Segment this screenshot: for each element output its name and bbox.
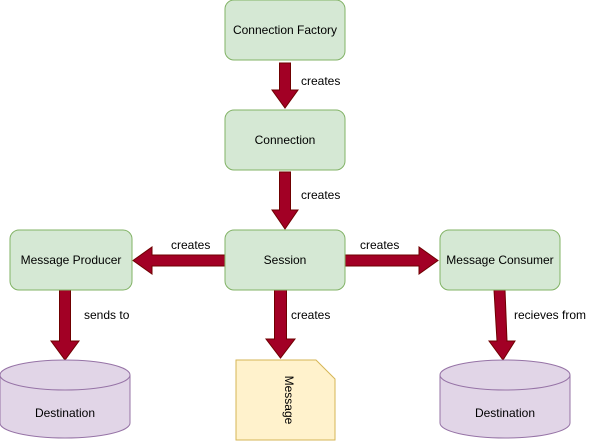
arrow-session-to-producer xyxy=(132,246,226,275)
connection-factory-label: Connection Factory xyxy=(233,23,337,37)
arrow-factory-to-connection xyxy=(271,62,299,109)
edge-label-session-to-consumer: creates xyxy=(360,238,399,252)
message-producer-node[interactable]: Message Producer xyxy=(9,229,133,291)
connection-label: Connection xyxy=(255,133,316,147)
message-consumer-node[interactable]: Message Consumer xyxy=(439,229,561,291)
destination-right-node[interactable]: Destination xyxy=(439,359,571,439)
arrow-producer-to-destination xyxy=(50,289,80,361)
destination-right-label: Destination xyxy=(475,406,535,420)
session-node[interactable]: Session xyxy=(224,229,346,291)
arrow-consumer-to-destination xyxy=(488,289,516,361)
destination-left-label: Destination xyxy=(35,406,95,420)
message-producer-label: Message Producer xyxy=(21,253,122,267)
arrow-connection-to-session xyxy=(271,171,299,230)
edge-label-consumer-to-destination: recieves from xyxy=(514,308,586,322)
edge-label-factory-to-connection: creates xyxy=(301,74,340,88)
edge-label-session-to-message: creates xyxy=(291,308,330,322)
session-label: Session xyxy=(264,253,307,267)
edge-label-connection-to-session: creates xyxy=(301,188,340,202)
edge-label-session-to-producer: creates xyxy=(171,238,210,252)
destination-left-node[interactable]: Destination xyxy=(0,359,131,439)
message-consumer-label: Message Consumer xyxy=(446,253,553,267)
connection-node[interactable]: Connection xyxy=(224,109,346,171)
connection-factory-node[interactable]: Connection Factory xyxy=(224,0,346,61)
edge-label-producer-to-destination: sends to xyxy=(84,308,130,322)
arrow-session-to-message xyxy=(264,289,297,359)
message-node[interactable]: Message xyxy=(235,359,336,441)
arrow-session-to-consumer xyxy=(344,246,439,275)
message-label: Message xyxy=(282,376,296,425)
